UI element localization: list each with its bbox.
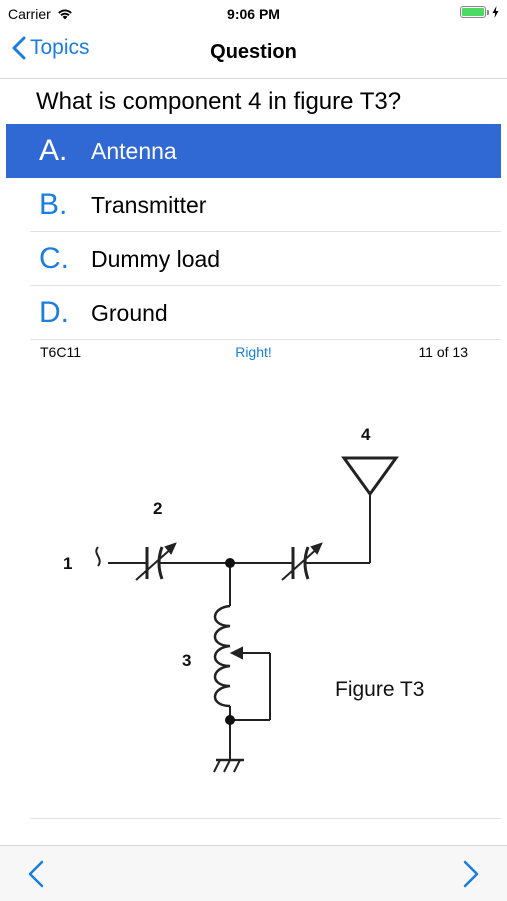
previous-question-button[interactable] [28,860,44,893]
question-text: What is component 4 in figure T3? [36,88,402,115]
answer-list: A. Antenna B. Transmitter C. Dummy load … [0,124,507,340]
battery-group [460,6,499,18]
answer-text: Ground [91,299,168,326]
answer-letter: A. [39,134,68,167]
label-4: 4 [361,425,371,444]
next-question-button[interactable] [463,860,479,893]
inductor-3-coil [213,604,231,708]
answer-letter: B. [39,188,68,221]
answer-letter: D. [39,296,69,329]
charging-bolt-icon [492,6,499,18]
capacitor-plate [303,546,310,580]
chevron-left-icon [28,860,44,888]
antenna-4-symbol [341,456,399,497]
answer-text: Antenna [91,137,177,164]
status-bar: Carrier 9:06 PM [0,0,507,28]
label-3: 3 [182,651,191,670]
figure-caption: Figure T3 [335,678,425,701]
label-2: 2 [153,499,162,518]
capacitor-2-plate [157,546,164,580]
question-code: T6C11 [40,344,81,360]
clock: 9:06 PM [227,6,280,22]
answer-option-c[interactable]: C. Dummy load [0,232,507,286]
carrier-group: Carrier [8,6,73,22]
separator [30,339,501,340]
back-button[interactable]: Topics [12,36,90,60]
carrier-label: Carrier [8,6,51,22]
figure-t3-diagram: 1 2 3 4 Figure T3 [63,425,425,773]
separator [30,818,501,819]
separator [30,285,501,286]
battery-icon [460,6,486,18]
navigation-bar: Topics Question [0,28,507,79]
answer-letter: C. [39,242,69,275]
result-label: Right! [235,344,272,360]
page-title: Question [210,41,297,63]
label-1: 1 [63,554,72,573]
progress-counter: 11 of 13 [418,344,468,360]
chevron-left-icon [12,36,26,60]
separator [30,231,501,232]
answer-option-b[interactable]: B. Transmitter [0,178,507,232]
junction-dot [225,558,235,568]
back-button-label: Topics [30,36,90,59]
answer-option-d[interactable]: D. Ground [0,286,507,340]
question-info-row: T6C11 Right! 11 of 13 [0,344,507,364]
bottom-toolbar [0,845,507,901]
answer-text: Transmitter [91,191,207,218]
answer-text: Dummy load [91,245,221,272]
wifi-icon [57,9,72,20]
answer-option-a[interactable]: A. Antenna [6,124,501,178]
input-terminal-symbol [95,546,101,567]
chevron-right-icon [463,860,479,888]
junction-dot [225,715,235,725]
